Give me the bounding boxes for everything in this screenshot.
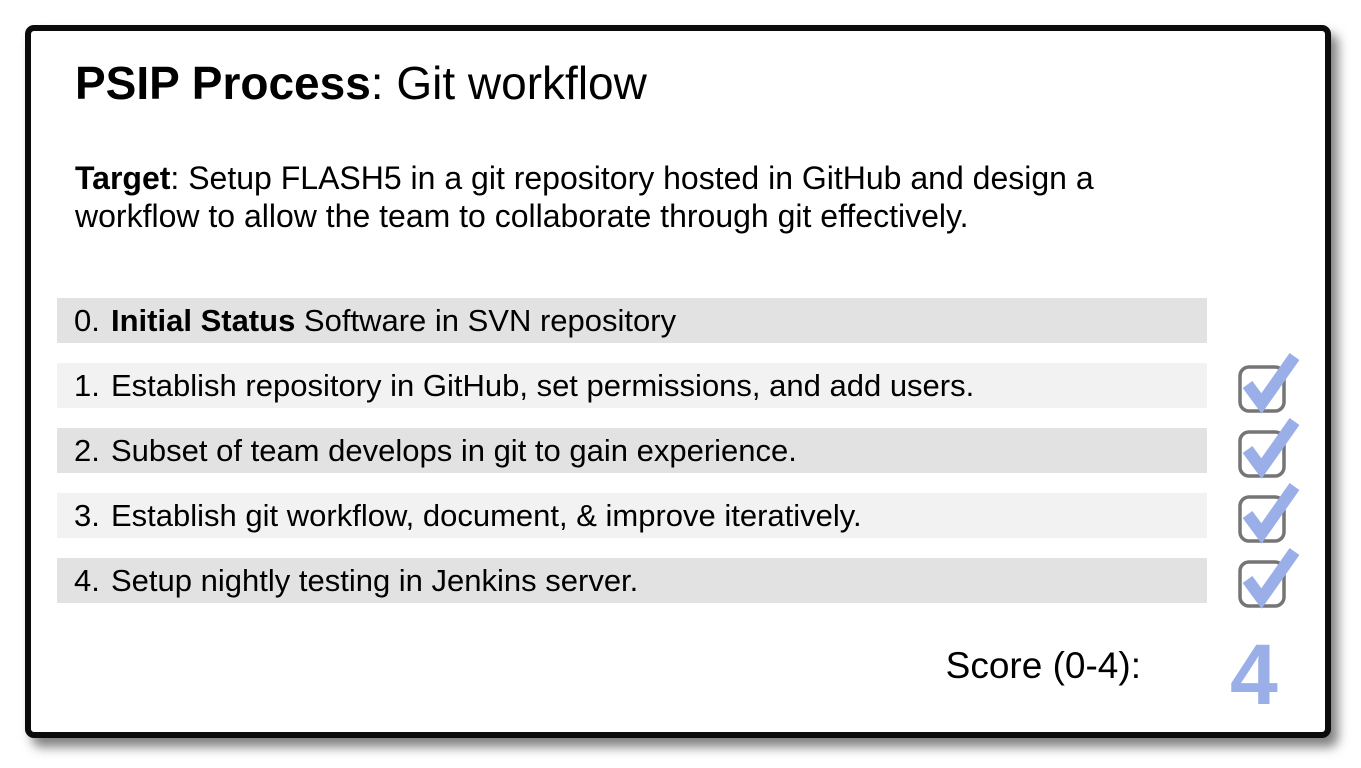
checkmark-icon [1242,418,1300,479]
score-value: 4 [1230,627,1278,723]
target-text: : Setup FLASH5 in a git repository hoste… [75,160,1094,234]
step-text: Software in SVN repository [295,303,677,338]
page-title: PSIP Process: Git workflow [75,57,647,110]
step-text: Establish git workflow, document, & impr… [111,498,862,533]
step-text: Establish repository in GitHub, set perm… [111,368,975,403]
checkmark-icon [1242,548,1300,609]
score-label: Score (0-4): [945,645,1141,686]
checkmark-icon [1242,353,1300,414]
target-paragraph: Target: Setup FLASH5 in a git repository… [75,159,1135,235]
step-row-4: 4. Setup nightly testing in Jenkins serve… [57,558,1207,603]
target-label: Target [75,160,171,196]
step-4-checkbox[interactable] [1237,547,1303,609]
step-row-1: 1. Establish repository in GitHub, set pe… [57,363,1207,408]
step-row-2: 2. Subset of team develops in git to gain… [57,428,1207,473]
title-topic: PSIP Process [75,57,371,109]
step-row-0: 0. Initial Status Software in SVN reposit… [57,298,1207,343]
checkmark-icon [1242,483,1300,544]
step-number: 3. [74,498,100,533]
title-subject: : Git workflow [370,57,647,109]
step-number: 2. [74,433,100,468]
step-text: Subset of team develops in git to gain e… [111,433,797,468]
step-3-checkbox[interactable] [1237,482,1303,544]
slide-frame: PSIP Process: Git workflow Target: Setup… [25,25,1331,738]
step-number: 4. [74,563,100,598]
step-text: Setup nightly testing in Jenkins server. [111,563,639,598]
step-2-checkbox[interactable] [1237,417,1303,479]
step-row-3: 3. Establish git workflow, document, & im… [57,493,1207,538]
step-text-bold: Initial Status [111,303,296,338]
step-number: 0. [74,303,100,338]
step-number: 1. [74,368,100,403]
step-1-checkbox[interactable] [1237,352,1303,414]
